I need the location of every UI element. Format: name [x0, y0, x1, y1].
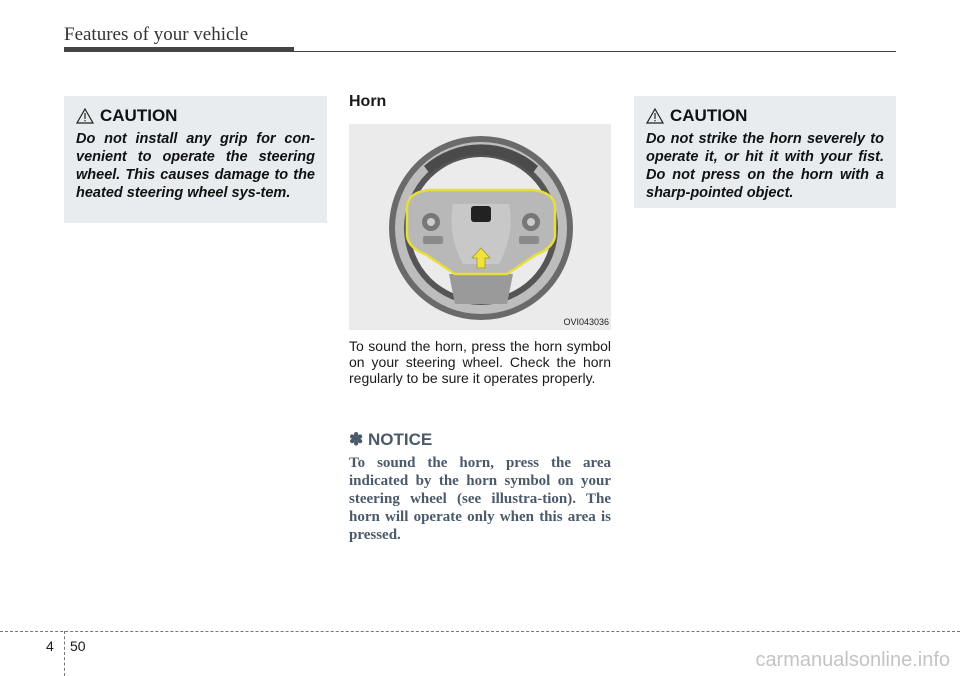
notice-title: ✽ NOTICE	[349, 430, 433, 449]
caution-title: CAUTION	[100, 106, 178, 125]
header-rule-thick	[64, 47, 294, 52]
caution-text: Do not install any grip for con-venient …	[76, 131, 315, 201]
steering-wheel-figure: OVI043036	[349, 124, 611, 330]
section-title-horn: Horn	[349, 93, 387, 110]
notice-text: To sound the horn, press the area indica…	[349, 455, 611, 543]
page-number: 50	[70, 638, 86, 654]
steering-wheel-illustration	[389, 136, 573, 320]
horn-body-text: To sound the horn, press the horn symbol…	[349, 338, 611, 386]
caution-text: Do not strike the horn severely to opera…	[646, 131, 884, 201]
caution-box-right: CAUTION Do not strike the horn severely …	[634, 96, 896, 208]
caution-header-left: CAUTION	[76, 106, 315, 126]
warning-triangle-icon	[646, 108, 664, 124]
footer-rule	[0, 631, 960, 632]
caution-box-left: CAUTION Do not install any grip for con-…	[64, 96, 327, 223]
warning-triangle-icon	[76, 108, 94, 124]
footer-divider	[64, 631, 65, 676]
figure-code: OVI043036	[563, 317, 609, 327]
header-rule	[64, 51, 896, 52]
page-header-title: Features of your vehicle	[64, 24, 249, 45]
caution-title: CAUTION	[670, 106, 748, 125]
caution-header-right: CAUTION	[646, 106, 884, 126]
watermark: carmanualsonline.info	[755, 649, 950, 671]
chapter-number: 4	[46, 638, 54, 654]
